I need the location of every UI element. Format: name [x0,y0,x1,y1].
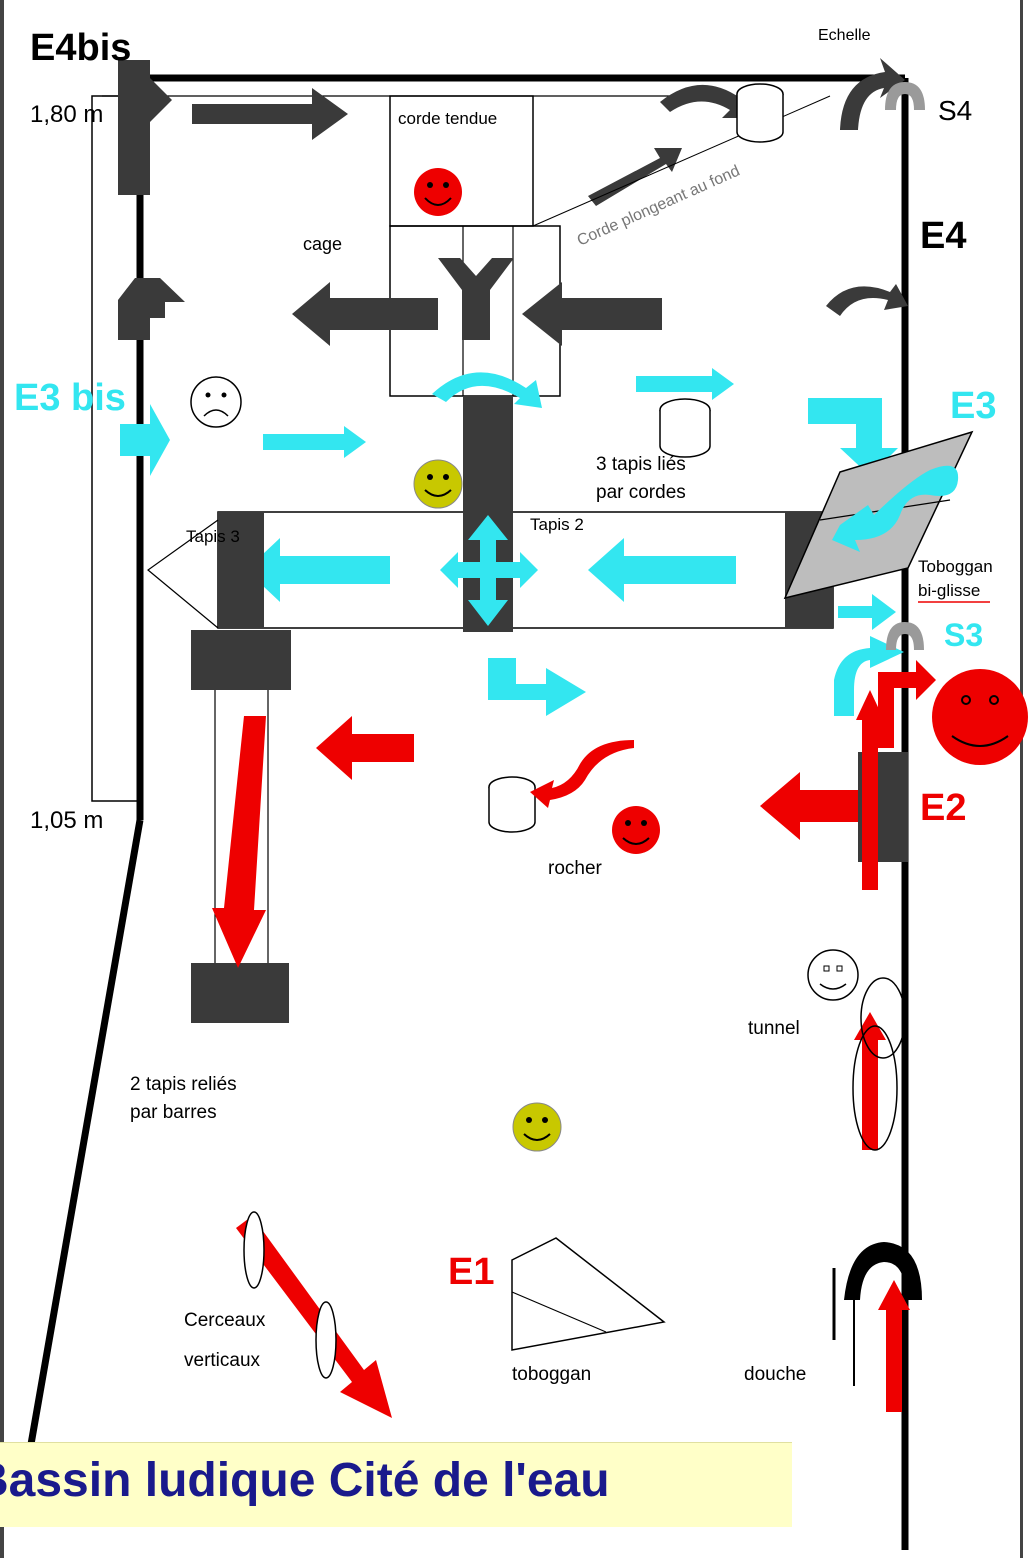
cage-structure [292,225,662,397]
toboggan-slide [511,1237,666,1351]
label-toboggan-glisse-1: Toboggan [918,557,993,576]
sad-face-icon [190,376,859,1001]
label-s4: S4 [938,95,972,126]
label-depth-top: 1,80 m [30,101,103,128]
label-tapis-lies-2: par cordes [596,482,686,503]
label-e4: E4 [920,215,966,257]
frame-left-border [0,0,4,1558]
label-cerceaux-1: Cerceaux [184,1310,266,1331]
label-tapis-barres-2: par barres [130,1102,217,1123]
tapis-row [147,396,834,632]
label-e2: E2 [920,787,966,829]
caption-title: Bassin ludique Cité de l'eau [0,1454,610,1507]
label-toboggan-glisse-2: bi-glisse [918,581,980,600]
label-tunnel: tunnel [748,1018,800,1039]
label-e1: E1 [448,1251,494,1293]
cylinder-icon [488,83,784,833]
toboggan-biglisse [783,430,990,603]
label-douche: douche [744,1364,806,1385]
label-depth-bottom: 1,05 m [30,807,103,834]
label-e3bis: E3 bis [14,377,126,419]
label-tapis-lies-1: 3 tapis liés [596,454,686,475]
s3-hoop [886,622,924,650]
label-tapis3: Tapis 3 [186,527,240,546]
tunnel-icon [852,977,906,1151]
label-corde-plongeant: Corde plongeant au fond [575,162,743,249]
label-cerceaux-2: verticaux [184,1350,261,1371]
label-corde-tendue: corde tendue [398,109,497,128]
tapis-barres [191,630,291,1023]
label-toboggan: toboggan [512,1364,591,1385]
label-tapis2: Tapis 2 [530,515,584,534]
label-rocher: rocher [548,858,603,879]
label-s3: S3 [944,617,983,653]
label-tapis-barres-1: 2 tapis reliés [130,1074,237,1095]
caption-banner: Bassin ludique Cité de l'eau [0,1442,792,1527]
label-e4bis: E4bis [30,27,131,69]
red-arrows [236,660,936,1418]
smiley-red-icon [414,168,1028,854]
ladder-icon [660,58,925,316]
cyan-arrows [120,368,904,716]
hoop-icon [243,1211,337,1379]
frame-right-border [1020,0,1023,1558]
label-echelle: Echelle [818,27,871,44]
douche-icon [832,1242,922,1386]
label-e3: E3 [950,385,996,427]
smiley-yellow-icon [413,459,562,1152]
label-cage: cage [303,234,342,254]
